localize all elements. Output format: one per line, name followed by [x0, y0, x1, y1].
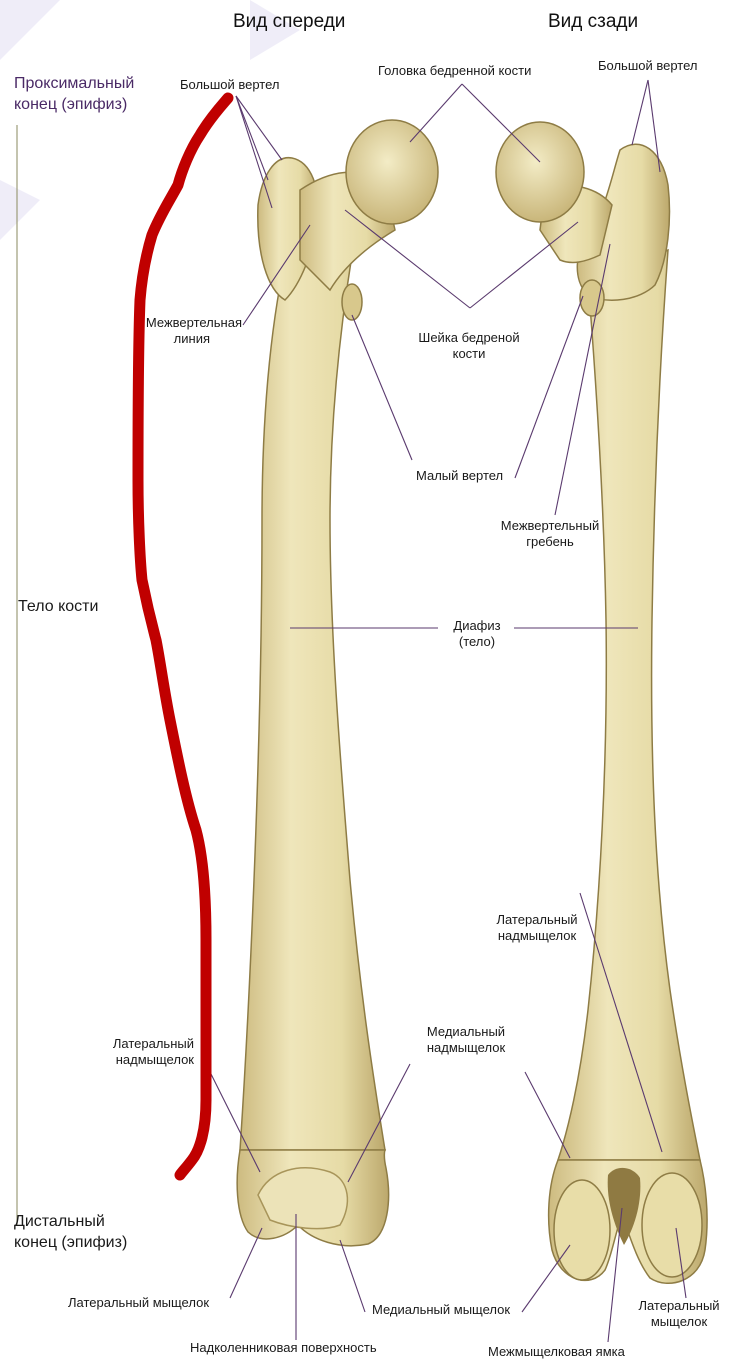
watermark — [0, 0, 300, 240]
lateral-epicondyle-front-line-1: Латеральный — [98, 1036, 194, 1052]
femur-back — [496, 122, 707, 1283]
femoral-neck-line-2: кости — [410, 346, 528, 362]
intertrochanteric-crest-line-1: Межвертельный — [494, 518, 606, 534]
front-head — [346, 120, 438, 224]
intertrochanteric-line-2: линия — [132, 331, 242, 347]
femoral-neck-label: Шейка бедреной кости — [410, 330, 528, 363]
back-lateral-condyle — [642, 1173, 702, 1277]
intertrochanteric-crest-line-2: гребень — [494, 534, 606, 550]
back-view-title: Вид сзади — [548, 10, 638, 34]
lateral-condyle-front-label: Латеральный мыщелок — [68, 1295, 209, 1311]
intercondylar-fossa-label: Межмыщелковая ямка — [488, 1344, 625, 1360]
medial-condyle-label: Медиальный мыщелок — [372, 1302, 510, 1318]
front-lesser-trochanter — [342, 284, 362, 320]
proximal-end-line-2: конец (эпифиз) — [14, 95, 134, 116]
front-shaft — [240, 255, 385, 1150]
distal-end-line-2: конец (эпифиз) — [14, 1233, 127, 1254]
distal-end-line-1: Дистальный — [14, 1212, 127, 1233]
femoral-head-label: Головка бедренной кости — [378, 63, 531, 79]
diaphysis-label: Диафиз (тело) — [440, 618, 514, 651]
medial-epicondyle-line-2: надмыщелок — [418, 1040, 514, 1056]
front-view-title: Вид спереди — [233, 10, 345, 34]
diaphysis-line-2: (тело) — [440, 634, 514, 650]
back-medial-condyle — [554, 1180, 610, 1280]
distal-end-label: Дистальный конец (эпифиз) — [14, 1212, 127, 1254]
lateral-condyle-back-line-2: мыщелок — [632, 1314, 726, 1330]
body-label: Тело кости — [18, 597, 98, 617]
back-shaft — [558, 250, 700, 1160]
lateral-epicondyle-back-label: Латеральный надмыщелок — [489, 912, 585, 945]
lateral-condyle-back-line-1: Латеральный — [632, 1298, 726, 1314]
proximal-end-line-1: Проксимальный — [14, 74, 134, 95]
lateral-epicondyle-front-line-2: надмыщелок — [98, 1052, 194, 1068]
patellar-surface-label: Надколенниковая поверхность — [190, 1340, 377, 1356]
intertrochanteric-line-label: Межвертельная линия — [132, 315, 242, 348]
greater-trochanter-front-label: Большой вертел — [180, 77, 280, 93]
lateral-condyle-back-label: Латеральный мыщелок — [632, 1298, 726, 1331]
lateral-epicondyle-front-label: Латеральный надмыщелок — [98, 1036, 194, 1069]
proximal-end-label: Проксимальный конец (эпифиз) — [14, 74, 134, 116]
red-annotation-stroke — [138, 98, 228, 1175]
intertrochanteric-crest-label: Межвертельный гребень — [494, 518, 606, 551]
intertrochanteric-line-1: Межвертельная — [132, 315, 242, 331]
medial-epicondyle-label: Медиальный надмыщелок — [418, 1024, 514, 1057]
back-lesser-trochanter — [580, 280, 604, 316]
greater-trochanter-back-label: Большой вертел — [598, 58, 698, 74]
diaphysis-line-1: Диафиз — [440, 618, 514, 634]
lateral-epicondyle-back-line-2: надмыщелок — [489, 928, 585, 944]
lateral-epicondyle-back-line-1: Латеральный — [489, 912, 585, 928]
femoral-neck-line-1: Шейка бедреной — [410, 330, 528, 346]
lesser-trochanter-label: Малый вертел — [416, 468, 503, 484]
back-head — [496, 122, 584, 222]
medial-epicondyle-line-1: Медиальный — [418, 1024, 514, 1040]
